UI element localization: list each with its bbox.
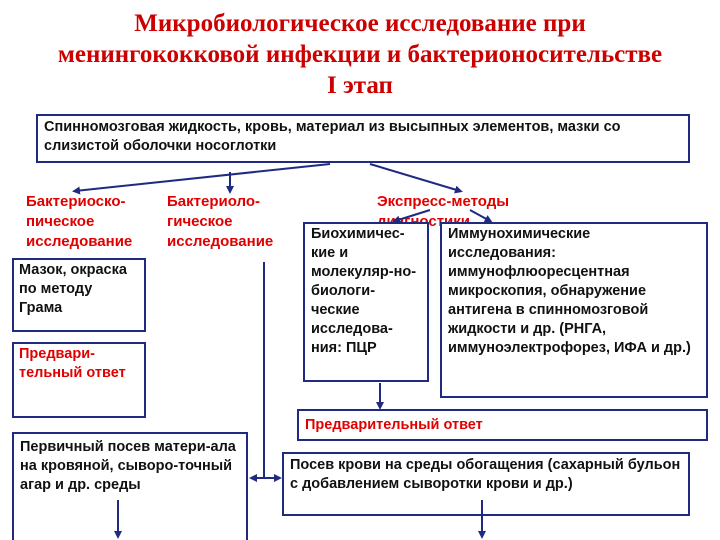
smear-box: Мазок, окраска по методу Грама [12, 258, 146, 332]
arrow-express-to-immunochemical [469, 209, 493, 223]
arrow-top-to-bacterioscopic [72, 163, 331, 195]
branch-bacteriological: Бактериоло-гическое исследование [167, 193, 274, 250]
title-line-2: менингококковой инфекции и бактерионосит… [57, 41, 663, 68]
preliminary-answer-right-box: Предварительный ответ [297, 409, 708, 441]
page-title: Микробиологическое исследование при мени… [0, 8, 720, 101]
preliminary-answer-left-box: Предвари-тельный ответ [12, 342, 146, 418]
arrow-top-to-express [369, 163, 463, 194]
source-material-box: Спинномозговая жидкость, кровь, материал… [36, 114, 690, 163]
primary-culture-box: Первичный посев матери-ала на кровяной, … [12, 432, 248, 540]
branch-bacterioscopic: Бактериоско-пическое исследование [26, 193, 133, 250]
biochemical-box: Биохимичес-кие и молекуляр-но-биологи-че… [303, 222, 429, 382]
immunochemical-box: Иммунохимические исследования: иммунофлю… [440, 222, 708, 398]
title-line-1: Микробиологическое исследование при [134, 10, 586, 37]
title-line-3: I этап [327, 72, 393, 99]
blood-culture-box: Посев крови на среды обогащения (сахарны… [282, 452, 690, 516]
arrow-express-to-biochemical [392, 209, 431, 224]
